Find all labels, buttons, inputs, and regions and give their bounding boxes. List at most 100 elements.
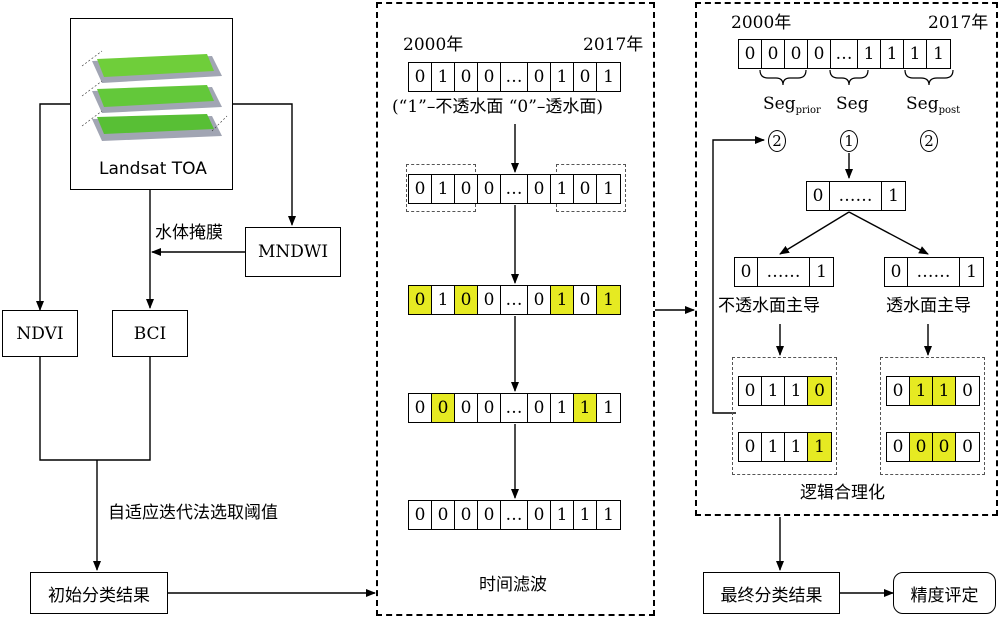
final-result-box: 最终分类结果 [703, 572, 840, 614]
sequence-cell: … [831, 40, 858, 68]
sequence-cell: 1 [603, 398, 614, 418]
sequence-cell: 0 [807, 182, 830, 210]
sequence-cell: 0 [409, 175, 432, 203]
sequence-cell: 1 [762, 377, 785, 405]
sequence-cell: 1 [432, 286, 455, 314]
sequence-cell: … [501, 63, 528, 91]
logic-rationalization-panel [695, 2, 998, 516]
threshold-label: 自适应迭代法选取阈值 [108, 503, 278, 523]
sequence-cell: 1 [597, 286, 620, 314]
sequence-cell: 0 [455, 286, 478, 314]
sequence-cell: 0 [887, 377, 910, 405]
sequence-cell: 1 [551, 501, 574, 529]
sequence-cell: 1 [904, 40, 927, 68]
sequence-cell: 1 [762, 433, 785, 461]
sequence-cell: 0 [478, 63, 501, 91]
mid-year-end: 2017年 [583, 35, 644, 55]
temporal-filter-title: 时间滤波 [479, 575, 547, 595]
sequence-cell: 0 [962, 381, 973, 401]
satellite-image-stack [81, 50, 228, 141]
sequence-cell: 0 [478, 394, 501, 422]
sequence-cell: 1 [603, 505, 614, 525]
sequence-cell: 0 [528, 63, 551, 91]
right-year-end: 2017年 [928, 13, 989, 33]
bci-label: BCI [133, 323, 167, 344]
sequence-cell: 1 [933, 44, 944, 64]
sequence-cell: 1 [858, 40, 881, 68]
encoding-legend: (“1”–不透水面 “0”–透水面) [392, 97, 604, 117]
sequence-segment-mid: 0……1 [806, 181, 906, 211]
sequence-cell: 0 [528, 394, 551, 422]
impervious-group [732, 357, 837, 475]
sequence-cell: 1 [603, 179, 614, 199]
accuracy-label: 精度评定 [910, 585, 979, 606]
sequence-cell: 1 [551, 286, 574, 314]
sequence-cell: 0 [739, 377, 762, 405]
sequence-cell: 1 [574, 394, 597, 422]
seg-post-label: Segpost [906, 94, 961, 116]
sequence-cell: 1 [966, 262, 977, 282]
sequence-cell: 0 [762, 40, 785, 68]
sequence-segment-left: 0……1 [734, 257, 834, 287]
right-year-start: 2000年 [731, 13, 792, 33]
sequence-cell: 0 [528, 175, 551, 203]
sequence-cell: … [501, 394, 528, 422]
sequence-segment-right: 0……1 [884, 257, 984, 287]
sequence-cell: 1 [603, 67, 614, 87]
sequence-cell: 0 [409, 286, 432, 314]
sequence-cell: 1 [785, 433, 808, 461]
sequence-cell: 0 [432, 394, 455, 422]
sequence-cell: 0 [478, 286, 501, 314]
sequence-cell: 1 [551, 394, 574, 422]
sequence-cell: 0 [455, 501, 478, 529]
sequence-cell: 0 [910, 433, 933, 461]
sequence-cell: 0 [808, 40, 831, 68]
sequence-cell: 0 [528, 501, 551, 529]
sequence-cell: 0 [574, 286, 597, 314]
sequence-cell: 1 [888, 186, 899, 206]
pervious-dominant-label: 透水面主导 [886, 296, 971, 316]
sequence-cell: 1 [574, 501, 597, 529]
mndwi-box: MNDWI [245, 227, 341, 277]
sequence-cell: … [501, 175, 528, 203]
sequence-cell: 0 [785, 40, 808, 68]
sequence-cell: 0 [933, 433, 956, 461]
sequence-cell: 0 [574, 63, 597, 91]
initial-result-label: 初始分类结果 [48, 585, 150, 606]
sequence-cell: 0 [409, 63, 432, 91]
mndwi-label: MNDWI [257, 242, 329, 262]
sequence-cell: 1 [432, 175, 455, 203]
sequence-cell: 0 [478, 175, 501, 203]
sequence-cell: 1 [785, 377, 808, 405]
sequence-cell: 0 [455, 175, 478, 203]
initial-result-box: 初始分类结果 [30, 572, 168, 614]
bci-box: BCI [112, 310, 188, 357]
logic-title: 逻辑合理化 [800, 483, 885, 503]
accuracy-box: 精度评定 [893, 572, 996, 614]
impervious-dominant-label: 不透水面主导 [718, 296, 820, 316]
sequence-cell: 1 [432, 63, 455, 91]
sequence-cell: 0 [739, 40, 762, 68]
sequence-cell: 0 [808, 377, 831, 405]
circle-marker-2-left: 2 [768, 130, 786, 152]
circle-marker-1: 1 [840, 130, 858, 152]
sequence-cell: … [501, 286, 528, 314]
sequence-cell: 0 [455, 63, 478, 91]
sequence-cell: 1 [933, 377, 956, 405]
mid-year-start: 2000年 [403, 35, 464, 55]
sequence-cell: …… [758, 258, 810, 286]
ndvi-label: NDVI [16, 323, 64, 344]
sequence-cell: 1 [551, 63, 574, 91]
sequence-cell: 0 [574, 175, 597, 203]
sequence-cell: 0 [409, 501, 432, 529]
sequence-cell: 1 [881, 40, 904, 68]
